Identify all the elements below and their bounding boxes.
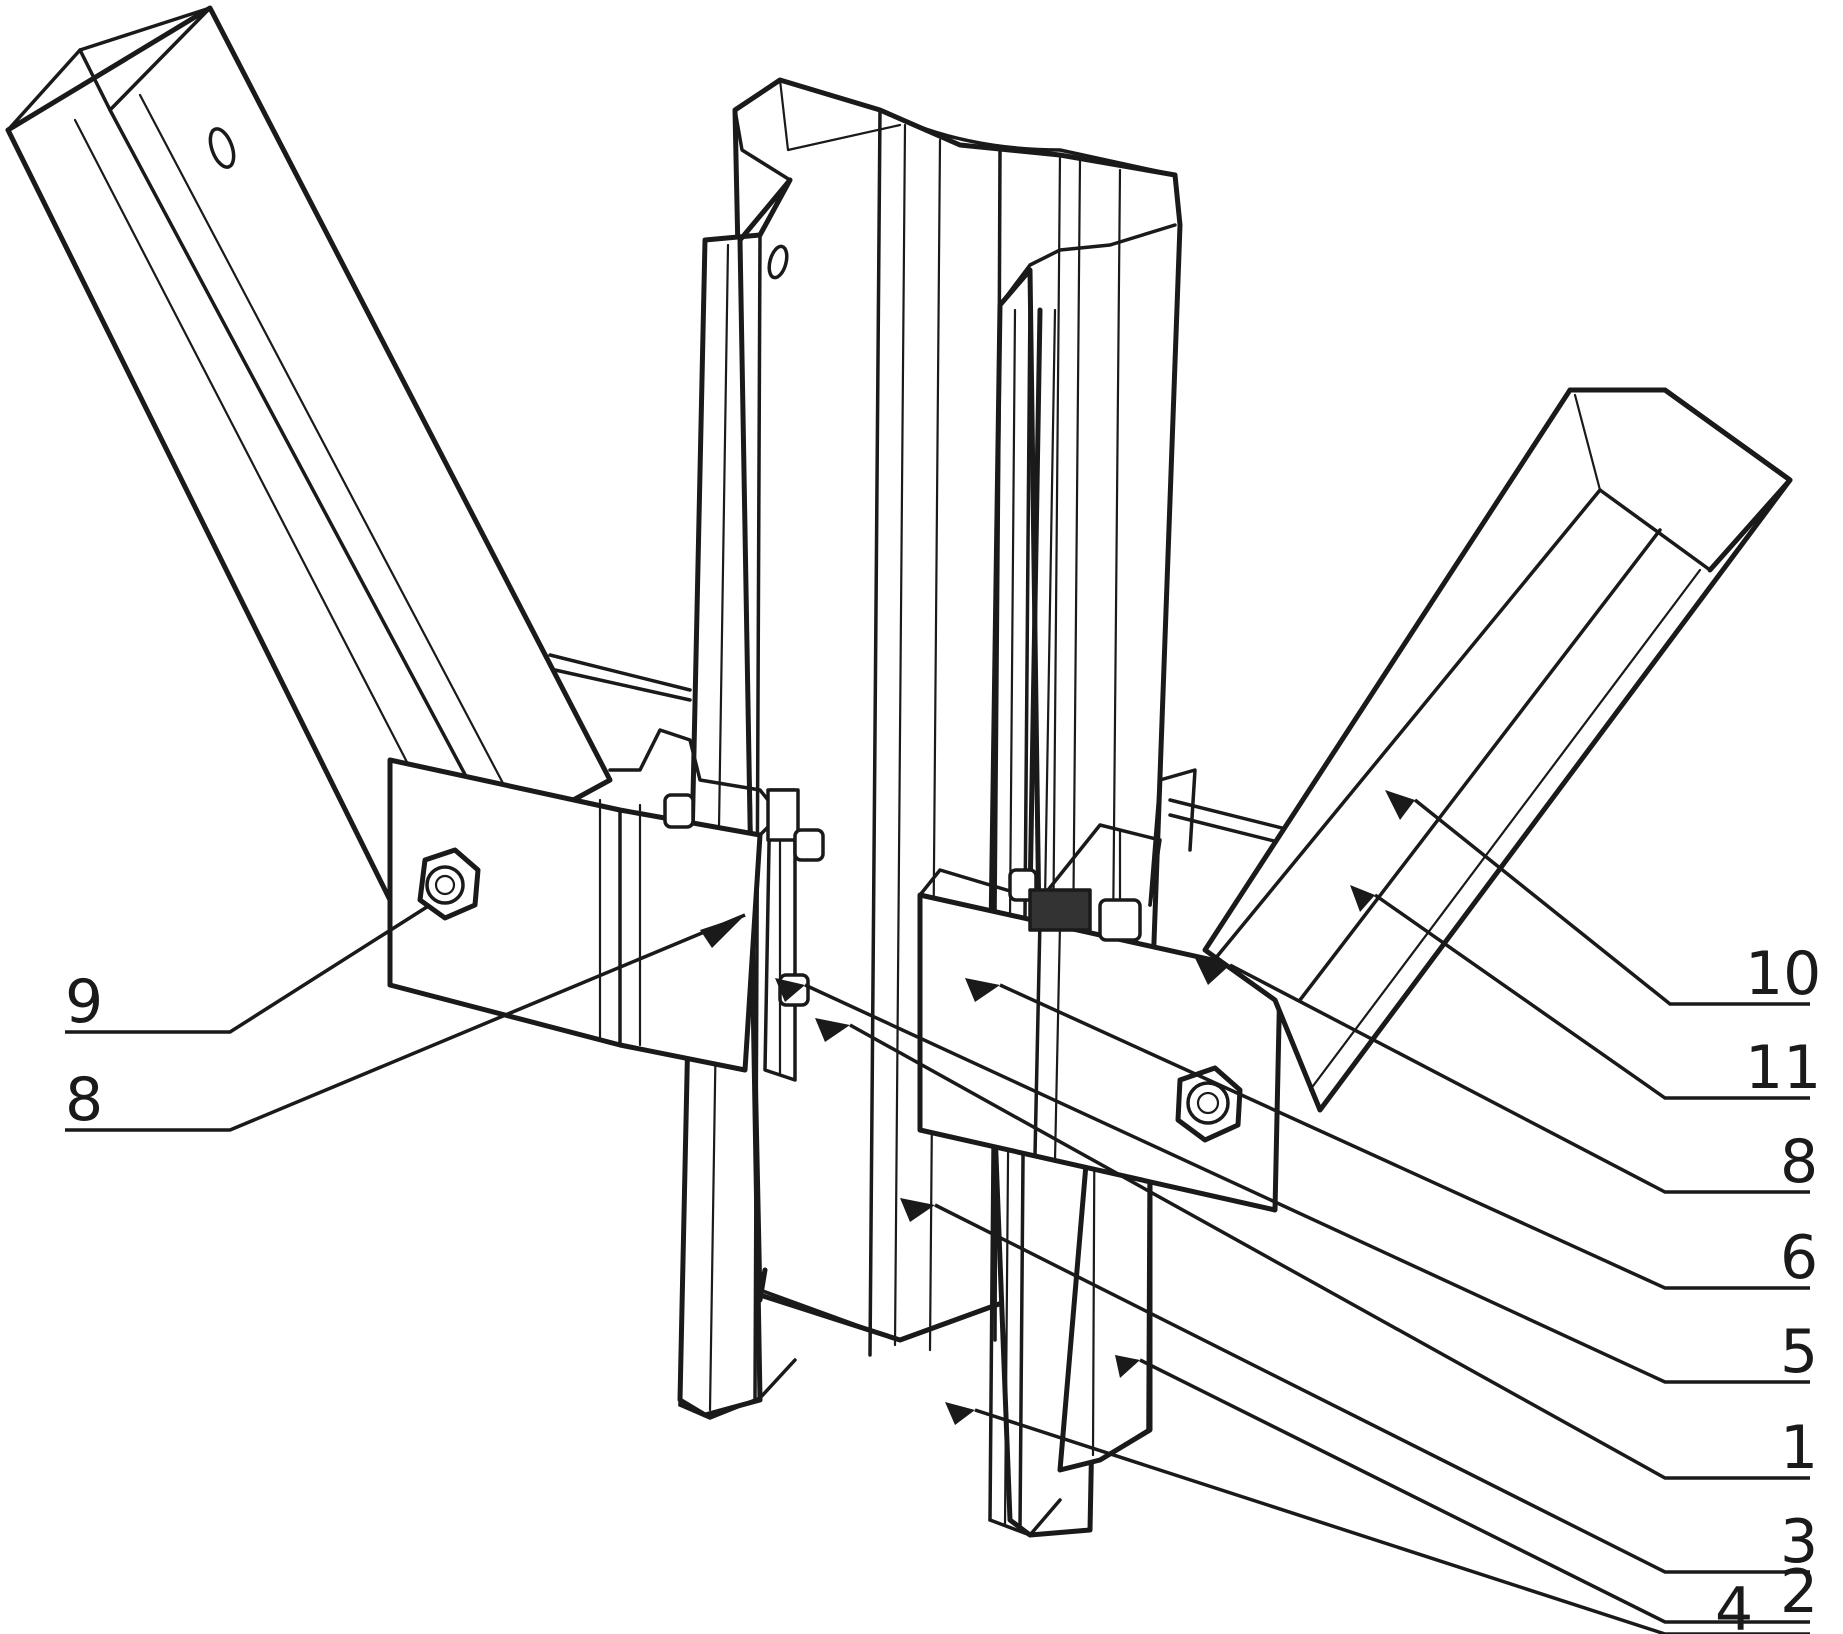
callout-label-8-right: 8: [1780, 1127, 1818, 1197]
callout-label-10: 10: [1745, 939, 1821, 1009]
left-channel: [677, 177, 797, 1420]
callout-label-9: 9: [65, 967, 103, 1037]
callout-label-1: 1: [1780, 1413, 1818, 1483]
right-channel: [987, 223, 1177, 1538]
callout-label-4: 4: [1715, 1575, 1753, 1634]
right-square-tube: [1202, 387, 1793, 1113]
left-nut: [417, 847, 481, 921]
callout-label-11: 11: [1745, 1033, 1821, 1103]
arrowheads: [700, 790, 1415, 1425]
left-square-tube: [5, 5, 613, 903]
callout-labels: 9 8 10 11 8 6 5 1 3 2 4: [65, 939, 1821, 1634]
callout-label-3: 3: [1780, 1507, 1818, 1577]
callout-label-2: 2: [1780, 1557, 1818, 1627]
callout-label-5: 5: [1780, 1317, 1818, 1387]
leader-lines: [65, 798, 1810, 1634]
callout-label-8-left: 8: [65, 1065, 103, 1135]
callout-label-6: 6: [1780, 1223, 1818, 1293]
left-clamp-plate: [387, 728, 800, 1082]
bolt-heads: [663, 793, 1142, 1007]
